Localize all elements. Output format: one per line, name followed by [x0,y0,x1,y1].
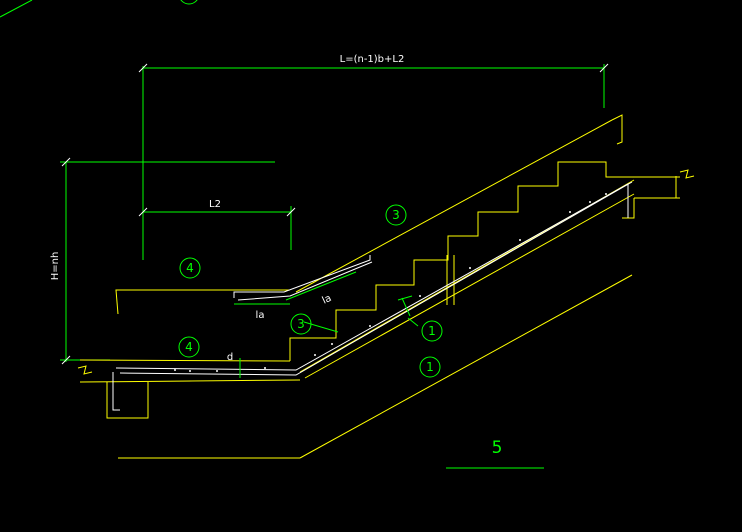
callout-circle [179,257,201,279]
callout-text: 1 [428,324,436,338]
landing-length-label: L2 [209,199,221,210]
bar-diameter-label: d [227,352,233,363]
callout-text: 4 [185,340,193,354]
partial-callout-bubble [180,0,198,5]
callout-landing-top-bar: 4 [179,257,201,279]
callout-main-bar-bottom: 1 [419,356,441,378]
callout-text: 1 [426,360,434,374]
total-length-label: L=(n-1)b+L2 [340,54,405,65]
landing-length-dimension [138,161,296,250]
callout-text: 4 [186,261,194,275]
callout-circle [178,336,200,358]
stair-structure [77,114,695,459]
callout-text: 3 [392,208,400,222]
callout-landing-bottom-bar: 4 [178,336,200,358]
callout-circle [419,356,441,378]
rebar-dots [174,193,607,372]
total-length-dimension [138,63,609,260]
corner-line [0,0,33,18]
callout-circle [290,313,312,335]
height-label: H=nh [50,252,61,281]
callout-inner-bar: 3 [290,313,312,335]
anchorage-dimensions [234,271,419,378]
callout-circle [421,320,443,342]
callout-slab-bar: 3 [385,204,407,226]
callout-text: 3 [297,317,305,331]
section-label: 5 [492,438,503,458]
rebar-lines [112,181,633,411]
callout-circle [385,204,407,226]
anchor-left-label: la [256,310,265,321]
callout-main-bar-top: 1 [421,320,443,342]
height-dimension [60,157,143,365]
anchor-right-label: la [321,293,334,307]
